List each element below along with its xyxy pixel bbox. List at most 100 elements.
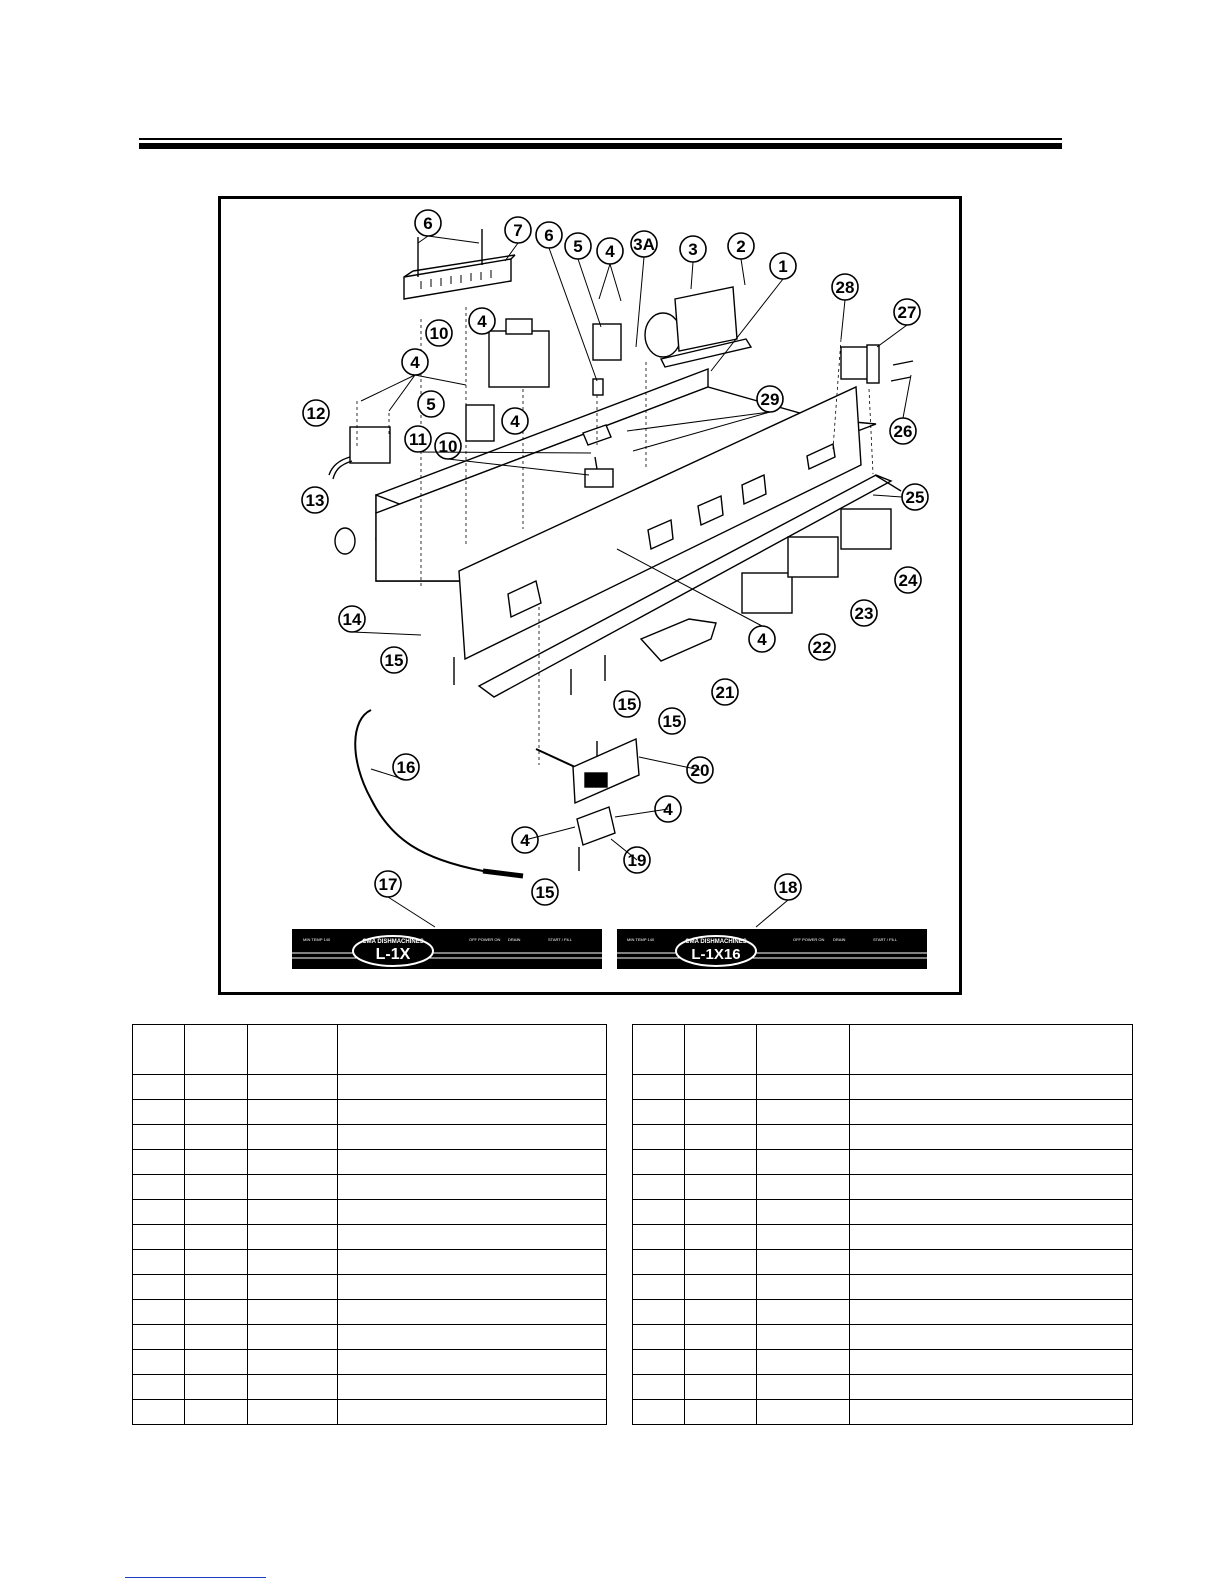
svg-text:20: 20: [691, 761, 710, 780]
parts-table-right-body: [632, 1074, 1133, 1425]
svg-text:6: 6: [544, 226, 553, 245]
svg-text:1: 1: [778, 257, 787, 276]
parts-table-right: [632, 1024, 1133, 1425]
table-cell: [132, 1149, 185, 1175]
table-row: [132, 1324, 607, 1350]
table-cell: [184, 1274, 248, 1300]
table-cell: [132, 1299, 185, 1325]
table-cell: [756, 1324, 850, 1350]
callout-11: 11: [404, 425, 432, 453]
table-cell: [337, 1299, 607, 1325]
table-cell: [132, 1374, 185, 1400]
table-cell: [632, 1099, 685, 1125]
table-cell: [632, 1124, 685, 1150]
svg-text:4: 4: [477, 312, 487, 331]
svg-text:START / FILL: START / FILL: [873, 937, 898, 942]
table-cell: [756, 1174, 850, 1200]
table-cell: [184, 1149, 248, 1175]
table-cell: [247, 1324, 338, 1350]
table-cell: [756, 1299, 850, 1325]
table-cell: [247, 1299, 338, 1325]
control-box-front-panel: [458, 385, 862, 661]
footer-link-underline[interactable]: [125, 1577, 266, 1578]
indicator-housing: [840, 346, 872, 380]
table-cell: [247, 1099, 338, 1125]
temp-probe-bulb: [482, 868, 524, 879]
column-header: [337, 1024, 607, 1075]
timer-motor: [644, 312, 682, 358]
svg-text:15: 15: [385, 651, 404, 670]
table-row: [632, 1099, 1133, 1125]
callout-27: 27: [893, 298, 921, 326]
callout-3a: 3A: [630, 230, 658, 258]
parts-table-left: [132, 1024, 607, 1425]
svg-text:OFF POWER ON: OFF POWER ON: [469, 937, 500, 942]
table-cell: [632, 1149, 685, 1175]
table-cell: [849, 1149, 1133, 1175]
table-row: [132, 1149, 607, 1175]
table-cell: [247, 1399, 338, 1425]
svg-text:18: 18: [779, 878, 798, 897]
table-row: [632, 1399, 1133, 1425]
toggle-switch: [584, 468, 614, 488]
table-cell: [684, 1074, 757, 1100]
panel-cutout: [806, 442, 836, 471]
callout-13: 13: [301, 486, 329, 514]
table-cell: [849, 1324, 1133, 1350]
column-header: [849, 1024, 1133, 1075]
callout-23: 23: [850, 599, 878, 627]
callout-12: 12: [302, 399, 330, 427]
table-cell: [132, 1249, 185, 1275]
callout-5b: 5: [417, 390, 445, 418]
table-row: [132, 1124, 607, 1150]
temp-probe-lead: [354, 709, 484, 872]
table-cell: [132, 1224, 185, 1250]
callout-4b: 4: [468, 307, 496, 335]
table-cell: [632, 1074, 685, 1100]
svg-text:4: 4: [663, 800, 673, 819]
screw: [890, 376, 912, 382]
table-cell: [684, 1349, 757, 1375]
callout-10: 10: [434, 432, 462, 460]
panel-cutout: [697, 494, 724, 527]
table-cell: [849, 1349, 1133, 1375]
svg-text:12: 12: [307, 404, 326, 423]
table-row: [132, 1399, 607, 1425]
svg-text:15: 15: [618, 695, 637, 714]
table-row: [132, 1249, 607, 1275]
table-cell: [684, 1224, 757, 1250]
header-rule-thin: [139, 138, 1062, 140]
callout-4d: 4: [501, 407, 529, 435]
column-header: [684, 1024, 757, 1075]
table-header-row: [132, 1024, 607, 1075]
column-header: [132, 1024, 185, 1075]
callout-21: 21: [711, 678, 739, 706]
table-cell: [184, 1324, 248, 1350]
terminal-block: [403, 258, 512, 300]
table-cell: [632, 1399, 685, 1425]
svg-text:CMA DISHMACHINES: CMA DISHMACHINES: [362, 939, 423, 945]
table-cell: [132, 1324, 185, 1350]
table-cell: [184, 1074, 248, 1100]
table-cell: [132, 1349, 185, 1375]
rocker-switch: [840, 508, 892, 550]
table-row: [132, 1274, 607, 1300]
svg-text:START / FILL: START / FILL: [548, 937, 573, 942]
svg-text:2: 2: [736, 237, 745, 256]
table-cell: [247, 1174, 338, 1200]
table-cell: [849, 1274, 1133, 1300]
table-cell: [756, 1374, 850, 1400]
table-row: [132, 1199, 607, 1225]
table-cell: [337, 1174, 607, 1200]
table-cell: [632, 1299, 685, 1325]
svg-text:19: 19: [628, 851, 647, 870]
callout-25: 25: [901, 483, 929, 511]
table-cell: [632, 1224, 685, 1250]
table-cell: [756, 1124, 850, 1150]
exploded-diagram-frame: 6 7 6 5 4 3A 3 2 1 28 27 4 10 4 5 4 29 1…: [218, 196, 962, 995]
switch-bracket: [582, 424, 612, 446]
table-cell: [247, 1149, 338, 1175]
svg-text:24: 24: [899, 571, 918, 590]
table-cell: [684, 1374, 757, 1400]
callout-20: 20: [686, 756, 714, 784]
